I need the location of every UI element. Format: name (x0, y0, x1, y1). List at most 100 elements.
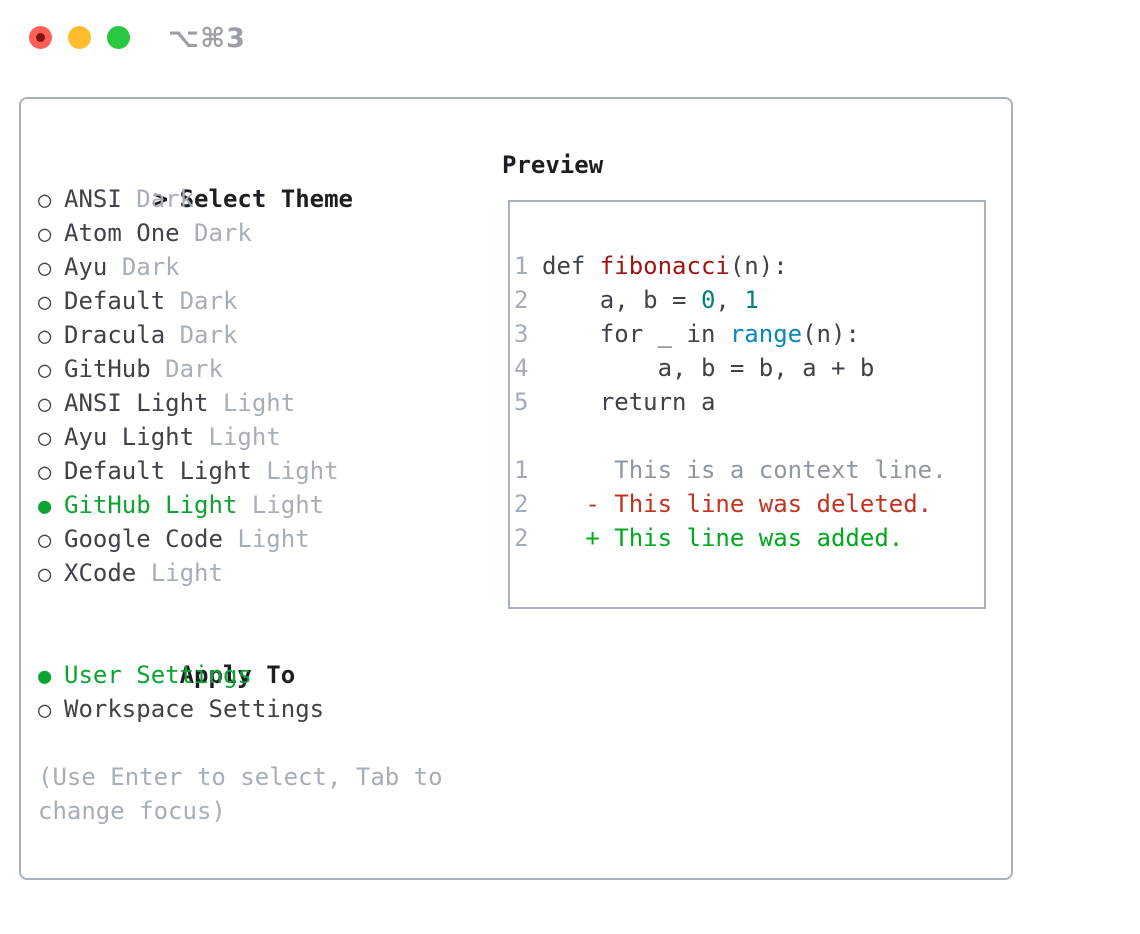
theme-picker-panel: >Select Theme ○ANSI Dark○Atom One Dark○A… (19, 97, 1013, 880)
theme-name: ANSI (64, 185, 122, 213)
theme-option-default-light[interactable]: ○ Default Light Light (38, 454, 443, 488)
spacer (38, 726, 443, 760)
apply-option-label: Workspace Settings (64, 695, 325, 723)
radio-icon: ○ (38, 222, 52, 247)
apply-to-list: ● User Settings ○ Workspace Settings (38, 658, 443, 726)
minimize-button[interactable] (68, 26, 91, 49)
theme-option-github-light[interactable]: ●GitHub Light Light (38, 488, 443, 522)
code-segment-plain: (n): (802, 320, 860, 348)
code-segment-plain: for _ in (542, 320, 730, 348)
select-theme-header: > Select Theme (38, 148, 443, 213)
theme-option-xcode[interactable]: ○ XCode Light (38, 556, 443, 590)
apply-to-title: Apply To (179, 661, 296, 689)
line-number: 5 (514, 388, 529, 416)
line-number: 2 (514, 490, 529, 518)
unsaved-dot-icon (36, 33, 45, 42)
theme-variant-tag: Light (222, 389, 296, 417)
code-line: 3 for _ in range(n): (514, 317, 984, 351)
code-line: 4 a, b = b, a + b (514, 351, 984, 385)
theme-variant-tag: Dark (179, 321, 238, 349)
theme-name: Ayu Light (64, 423, 195, 451)
code-segment-plain: (n): (729, 252, 788, 280)
code-segment-plain: def (542, 252, 600, 280)
theme-option-ansi-light[interactable]: ○ ANSI Light Light (38, 386, 443, 420)
line-number: 4 (514, 354, 529, 382)
theme-variant-tag: Dark (136, 185, 195, 213)
theme-variant-tag: Light (266, 457, 339, 485)
theme-name: Default (64, 287, 166, 315)
diff-text: + This line was added. (542, 524, 904, 552)
code-segment-builtin: range (729, 320, 803, 348)
select-theme-title: Select Theme (179, 185, 353, 213)
theme-name: ANSI Light (64, 389, 209, 417)
code-line: 5 return a (514, 385, 984, 419)
diff-line-deletion: 2 - This line was deleted. (514, 487, 984, 521)
diff-line-context: 1 This is a context line. (514, 453, 984, 487)
theme-option-ayu-light[interactable]: ○ Ayu Light Light (38, 420, 443, 454)
theme-name: Ayu (64, 253, 108, 281)
theme-variant-tag: Dark (165, 355, 223, 383)
radio-icon: ○ (38, 256, 52, 281)
theme-variant-tag: Dark (121, 253, 180, 281)
theme-variant-tag: Dark (179, 287, 238, 315)
theme-name: Google Code (64, 525, 223, 553)
line-number: 2 (514, 286, 529, 314)
line-number: 2 (514, 524, 529, 552)
diff-block: 1 This is a context line.2 - This line w… (514, 453, 984, 555)
preview-title: Preview (502, 151, 604, 179)
theme-name: Dracula (64, 321, 166, 349)
zoom-button[interactable] (107, 26, 130, 49)
line-number: 3 (514, 320, 529, 348)
radio-icon: ○ (38, 358, 52, 383)
line-number: 1 (514, 252, 529, 280)
radio-icon: ○ (38, 562, 52, 587)
theme-name: Default Light (64, 457, 252, 485)
radio-icon: ○ (38, 392, 52, 417)
theme-name: GitHub (64, 355, 151, 383)
radio-icon: ○ (38, 528, 52, 553)
close-button[interactable] (29, 26, 52, 49)
theme-list-column: >Select Theme ○ANSI Dark○Atom One Dark○A… (38, 148, 443, 828)
radio-icon: ○ (38, 426, 52, 451)
diff-line-addition: 2 + This line was added. (514, 521, 984, 555)
code-line: 2 a, b = 0, 1 (514, 283, 984, 317)
theme-option-google-code[interactable]: ○ Google Code Light (38, 522, 443, 556)
diff-text: This is a context line. (542, 456, 947, 484)
code-segment-plain: , (715, 286, 745, 314)
theme-variant-tag: Light (251, 491, 325, 519)
radio-icon: ○ (38, 698, 52, 723)
theme-variant-tag: Light (150, 559, 223, 587)
theme-option-dracula[interactable]: ○Dracula Dark (38, 318, 443, 352)
theme-variant-tag: Light (237, 525, 310, 553)
theme-variant-tag: Dark (194, 219, 252, 247)
apply-option-workspace-settings[interactable]: ○ Workspace Settings (38, 692, 443, 726)
theme-variant-tag: Light (208, 423, 281, 451)
hint-line-2: change focus) (38, 797, 226, 825)
apply-option-user-settings[interactable]: ● User Settings (38, 658, 443, 692)
hint-line-1: (Use Enter to select, Tab to (38, 763, 443, 791)
prompt-icon: > (153, 185, 169, 213)
code-segment-number: 1 (744, 286, 759, 314)
theme-name: GitHub Light (64, 491, 238, 519)
theme-option-github[interactable]: ○ GitHub Dark (38, 352, 443, 386)
diff-text: - This line was deleted. (542, 490, 933, 518)
theme-option-atom-one[interactable]: ○ Atom One Dark (38, 216, 443, 250)
code-line: 1 def fibonacci(n): (514, 249, 984, 283)
code-segment-number: 0 (700, 286, 716, 314)
apply-option-label: User Settings (64, 661, 252, 689)
code-segment-plain: a, b = (542, 286, 701, 314)
theme-option-ansi[interactable]: ○ANSI Dark (38, 182, 443, 216)
radio-icon: ○ (38, 460, 52, 485)
code-segment-title: fibonacci (599, 252, 730, 280)
theme-name: Atom One (64, 219, 180, 247)
radio-selected-icon: ● (38, 664, 52, 689)
code-segment-plain: a, b = b, a + b (542, 354, 875, 382)
theme-name: XCode (64, 559, 137, 587)
theme-option-ayu[interactable]: ○ Ayu Dark (38, 250, 443, 284)
theme-option-default[interactable]: ○ Default Dark (38, 284, 443, 318)
spacer (38, 590, 443, 624)
theme-list: ○ANSI Dark○Atom One Dark○Ayu Dark○Defaul… (38, 182, 443, 590)
radio-icon: ○ (38, 290, 52, 315)
